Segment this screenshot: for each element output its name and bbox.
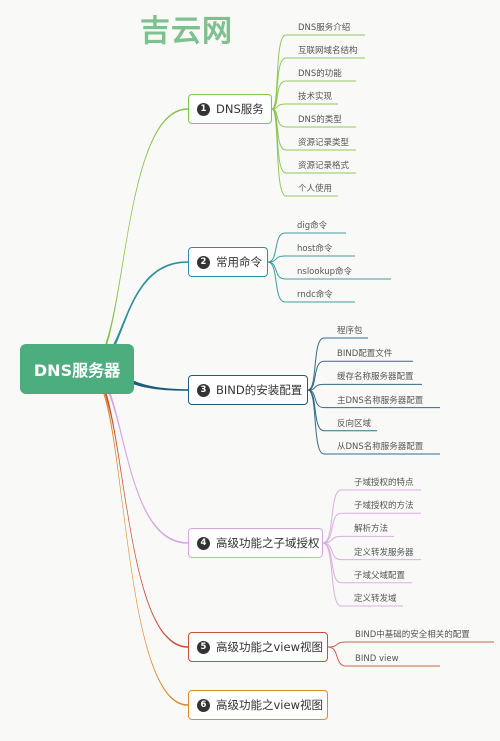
connector-leaf	[267, 261, 355, 303]
connector-branch-1	[88, 108, 188, 373]
leaf-node[interactable]: 缓存名称服务器配置	[337, 372, 414, 383]
leaf-node[interactable]: DNS服务介绍	[298, 23, 351, 33]
branch-label: 常用命令	[216, 255, 262, 269]
branch-label: 高级功能之view视图	[216, 698, 323, 712]
connector-leaf	[271, 80, 356, 110]
connector-leaf	[307, 337, 368, 391]
branch-node-5[interactable]: 5 高级功能之view视图	[188, 632, 328, 662]
connector-leaf	[322, 535, 394, 544]
leaf-node[interactable]: BIND配置文件	[337, 349, 393, 360]
connector-branch-5	[88, 365, 188, 648]
leaf-node[interactable]: dig命令	[297, 221, 328, 231]
branch-number-badge: 3	[197, 383, 210, 397]
branch-number-badge: 5	[197, 640, 210, 654]
connector-leaf	[307, 383, 422, 391]
branch-label: 高级功能之view视图	[216, 640, 323, 654]
leaf-node[interactable]: 子域授权的特点	[354, 478, 414, 488]
watermark: 吉云网	[140, 14, 233, 49]
branch-number-badge: 1	[197, 102, 210, 116]
connector-leaf	[307, 360, 413, 391]
connector-leaf	[327, 641, 494, 648]
leaf-node[interactable]: 反向区域	[337, 418, 372, 429]
connector-leaf	[322, 542, 403, 607]
branch-node-1[interactable]: 1 DNS服务	[188, 94, 272, 124]
leaf-node[interactable]: 定义转发域	[354, 594, 397, 604]
connector-leaf	[307, 389, 440, 455]
leaf-node[interactable]: 子域父域配置	[354, 570, 406, 581]
leaf-node[interactable]: 技术实现	[298, 92, 333, 102]
leaf-node[interactable]: 资源记录格式	[298, 161, 350, 171]
connector-leaf	[271, 103, 338, 110]
connector-leaf	[271, 108, 338, 197]
leaf-node[interactable]: BIND中基础的安全相关的配置	[355, 630, 470, 640]
branch-label: 高级功能之子域授权	[216, 536, 320, 550]
leaf-node[interactable]: 子域授权的方法	[354, 501, 414, 512]
connector-leaf	[322, 489, 421, 544]
connector-leaf	[267, 255, 355, 263]
connector-leaf	[322, 512, 421, 544]
leaf-node[interactable]: 个人使用	[298, 184, 333, 194]
leaf-node[interactable]: 主DNS名称服务器配置	[337, 395, 424, 406]
leaf-node[interactable]: host命令	[297, 244, 333, 254]
branch-node-6[interactable]: 6 高级功能之view视图	[188, 690, 328, 720]
root-node[interactable]: DNS服务器	[20, 344, 134, 394]
connector-leaf	[322, 542, 412, 584]
root-label: DNS服务器	[33, 361, 121, 380]
leaf-node[interactable]: BIND view	[355, 654, 399, 664]
leaf-node[interactable]: DNS的类型	[298, 115, 342, 125]
leaf-node[interactable]: 解析方法	[354, 524, 389, 535]
branch-number-badge: 4	[197, 536, 210, 550]
leaf-node[interactable]: nslookup命令	[297, 267, 353, 277]
leaf-node[interactable]: 资源记录类型	[298, 138, 350, 148]
branch-label: DNS服务	[216, 102, 264, 116]
branch-number-badge: 6	[197, 698, 210, 712]
branch-node-3[interactable]: 3 BIND的安装配置	[188, 375, 308, 405]
connector-leaf	[267, 232, 346, 263]
connector-leaf	[327, 646, 440, 667]
leaf-node[interactable]: DNS的功能	[298, 69, 342, 79]
branch-node-2[interactable]: 2 常用命令	[188, 247, 268, 277]
branch-node-4[interactable]: 4 高级功能之子域授权	[188, 528, 323, 558]
branch-label: BIND的安装配置	[216, 383, 303, 397]
leaf-node[interactable]: 定义转发服务器	[354, 547, 414, 558]
leaf-node[interactable]: 互联网域名结构	[298, 46, 358, 56]
branch-number-badge: 2	[197, 255, 210, 269]
leaf-node[interactable]: rndc命令	[297, 290, 333, 300]
leaf-node[interactable]: 程序包	[337, 326, 363, 336]
leaf-node[interactable]: 从DNS名称服务器配置	[337, 442, 424, 452]
connector-branch-6	[88, 365, 188, 706]
